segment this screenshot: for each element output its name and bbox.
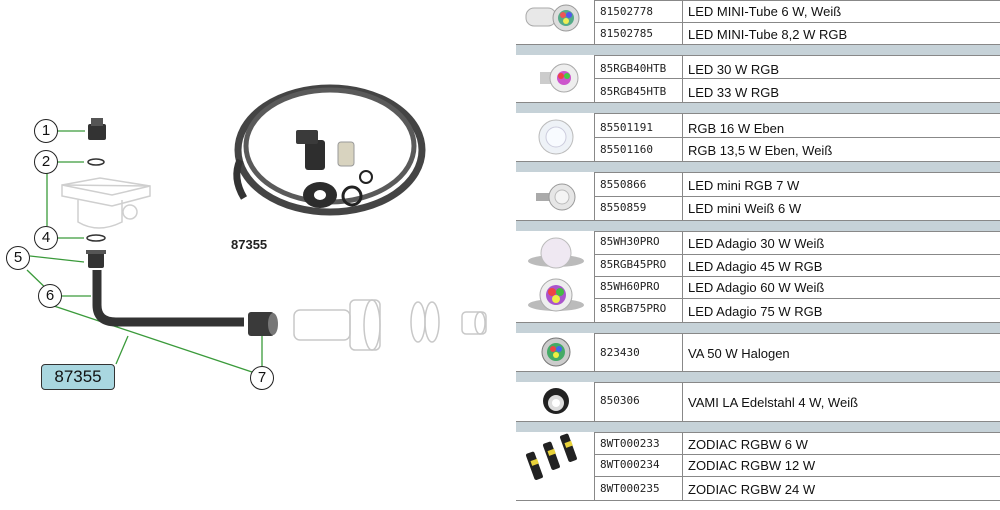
kit-photo-label: 87355 <box>231 237 268 252</box>
kit-number-badge: 87355 <box>41 364 115 390</box>
group-separator <box>516 221 1000 231</box>
article-code: 8WT000233 <box>600 437 660 450</box>
product-description: LED Adagio 60 W Weiß <box>688 280 825 295</box>
leader-lines <box>26 130 263 373</box>
niche-body <box>61 177 151 229</box>
faded-fittings <box>293 299 487 351</box>
product-row: 850306 VAMI LA Edelstahl 4 W, Weiß <box>594 382 1000 422</box>
callout-6: 6 <box>38 284 62 308</box>
sleeve-part <box>248 312 278 336</box>
article-code: 8550859 <box>600 201 647 214</box>
product-group: 85501191 RGB 16 W Eben 85501160 RGB 13,5… <box>516 113 1000 162</box>
callout-5: 5 <box>6 246 30 270</box>
article-code: 8WT000235 <box>600 482 660 495</box>
diagram-drawing <box>26 84 487 373</box>
group-separator <box>516 103 1000 113</box>
product-group: 81502778 LED MINI-Tube 6 W, Weiß 8150278… <box>516 0 1000 45</box>
led-mini-tube-icon <box>516 0 595 44</box>
oring-part <box>87 158 105 166</box>
product-row: 85RGB75PRO LED Adagio 75 W RGB <box>594 298 1000 323</box>
product-group: 8WT000233 ZODIAC RGBW 6 W 8WT000234 ZODI… <box>516 432 1000 501</box>
callout-7: 7 <box>250 366 274 390</box>
product-row: 81502785 LED MINI-Tube 8,2 W RGB <box>594 22 1000 45</box>
product-row: 8WT000234 ZODIAC RGBW 12 W <box>594 454 1000 477</box>
kit-parts <box>296 130 373 208</box>
product-group: 85RGB40HTB LED 30 W RGB 85RGB45HTB LED 3… <box>516 55 1000 103</box>
product-description: LED MINI-Tube 6 W, Weiß <box>688 4 842 19</box>
product-description: ZODIAC RGBW 6 W <box>688 437 808 452</box>
product-description: RGB 13,5 W Eben, Weiß <box>688 143 833 158</box>
product-description: LED Adagio 45 W RGB <box>688 259 823 274</box>
product-row: 85RGB45PRO LED Adagio 45 W RGB <box>594 254 1000 277</box>
product-row: 8550866 LED mini RGB 7 W <box>594 172 1000 197</box>
product-row: 8WT000233 ZODIAC RGBW 6 W <box>594 432 1000 455</box>
hose-part <box>92 270 244 327</box>
product-description: VAMI LA Edelstahl 4 W, Weiß <box>688 395 859 410</box>
article-code: 85WH60PRO <box>600 280 660 293</box>
product-table: 81502778 LED MINI-Tube 6 W, Weiß 8150278… <box>516 0 1000 505</box>
vamila-icon <box>516 382 595 421</box>
article-code: 85RGB40HTB <box>600 62 667 75</box>
rgb-eben-icon <box>516 113 595 161</box>
gland-part <box>88 118 106 140</box>
product-description: LED MINI-Tube 8,2 W RGB <box>688 27 848 42</box>
product-row: 8550859 LED mini Weiß 6 W <box>594 196 1000 221</box>
article-code: 81502778 <box>600 5 653 18</box>
led-30w-rgb-icon <box>516 55 595 102</box>
va50-halogen-icon <box>516 333 595 371</box>
product-description: LED 33 W RGB <box>688 85 780 100</box>
article-code: 823430 <box>600 346 640 359</box>
installation-diagram: 1 2 4 5 6 7 87355 87355 <box>6 84 487 390</box>
group-separator <box>516 372 1000 382</box>
article-code: 85RGB75PRO <box>600 302 667 315</box>
group-separator <box>516 323 1000 333</box>
product-description: LED mini Weiß 6 W <box>688 201 802 216</box>
group-separator <box>516 162 1000 172</box>
product-row: 85WH30PRO LED Adagio 30 W Weiß <box>594 231 1000 255</box>
article-code: 85RGB45PRO <box>600 258 667 271</box>
callout-1: 1 <box>34 119 58 143</box>
product-row: 81502778 LED MINI-Tube 6 W, Weiß <box>594 0 1000 23</box>
led-mini-rgb-icon <box>516 172 595 220</box>
callout-2: 2 <box>34 150 58 174</box>
article-code: 81502785 <box>600 27 653 40</box>
callout-4: 4 <box>34 226 58 250</box>
article-code: 85501160 <box>600 143 653 156</box>
product-group: 8550866 LED mini RGB 7 W 8550859 LED min… <box>516 172 1000 221</box>
article-code: 85501191 <box>600 121 653 134</box>
product-row: 85501191 RGB 16 W Eben <box>594 113 1000 138</box>
product-description: RGB 16 W Eben <box>688 121 785 136</box>
product-description: LED Adagio 75 W RGB <box>688 304 823 319</box>
product-description: ZODIAC RGBW 24 W <box>688 482 816 497</box>
product-row: 85501160 RGB 13,5 W Eben, Weiß <box>594 137 1000 162</box>
led-adagio-icon <box>516 231 595 322</box>
zodiac-rgbw-icon <box>516 432 595 500</box>
product-group: 850306 VAMI LA Edelstahl 4 W, Weiß <box>516 382 1000 422</box>
article-code: 85RGB45HTB <box>600 85 667 98</box>
product-description: VA 50 W Halogen <box>688 346 790 361</box>
article-code: 85WH30PRO <box>600 235 660 248</box>
product-description: LED 30 W RGB <box>688 62 780 77</box>
article-code: 8550866 <box>600 178 647 191</box>
oring-part-2 <box>86 234 106 242</box>
product-row: 85RGB45HTB LED 33 W RGB <box>594 78 1000 103</box>
product-row: 8WT000235 ZODIAC RGBW 24 W <box>594 476 1000 501</box>
product-row: 85WH60PRO LED Adagio 60 W Weiß <box>594 276 1000 299</box>
group-separator <box>516 422 1000 432</box>
product-description: LED mini RGB 7 W <box>688 178 800 193</box>
product-group: 85WH30PRO LED Adagio 30 W Weiß 85RGB45PR… <box>516 231 1000 323</box>
product-description: ZODIAC RGBW 12 W <box>688 458 816 473</box>
group-separator <box>516 45 1000 55</box>
product-row: 823430 VA 50 W Halogen <box>594 333 1000 372</box>
product-description: LED Adagio 30 W Weiß <box>688 236 825 251</box>
product-row: 85RGB40HTB LED 30 W RGB <box>594 55 1000 79</box>
article-code: 850306 <box>600 394 640 407</box>
article-code: 8WT000234 <box>600 458 660 471</box>
connector-part <box>86 250 106 268</box>
product-group: 823430 VA 50 W Halogen <box>516 333 1000 372</box>
